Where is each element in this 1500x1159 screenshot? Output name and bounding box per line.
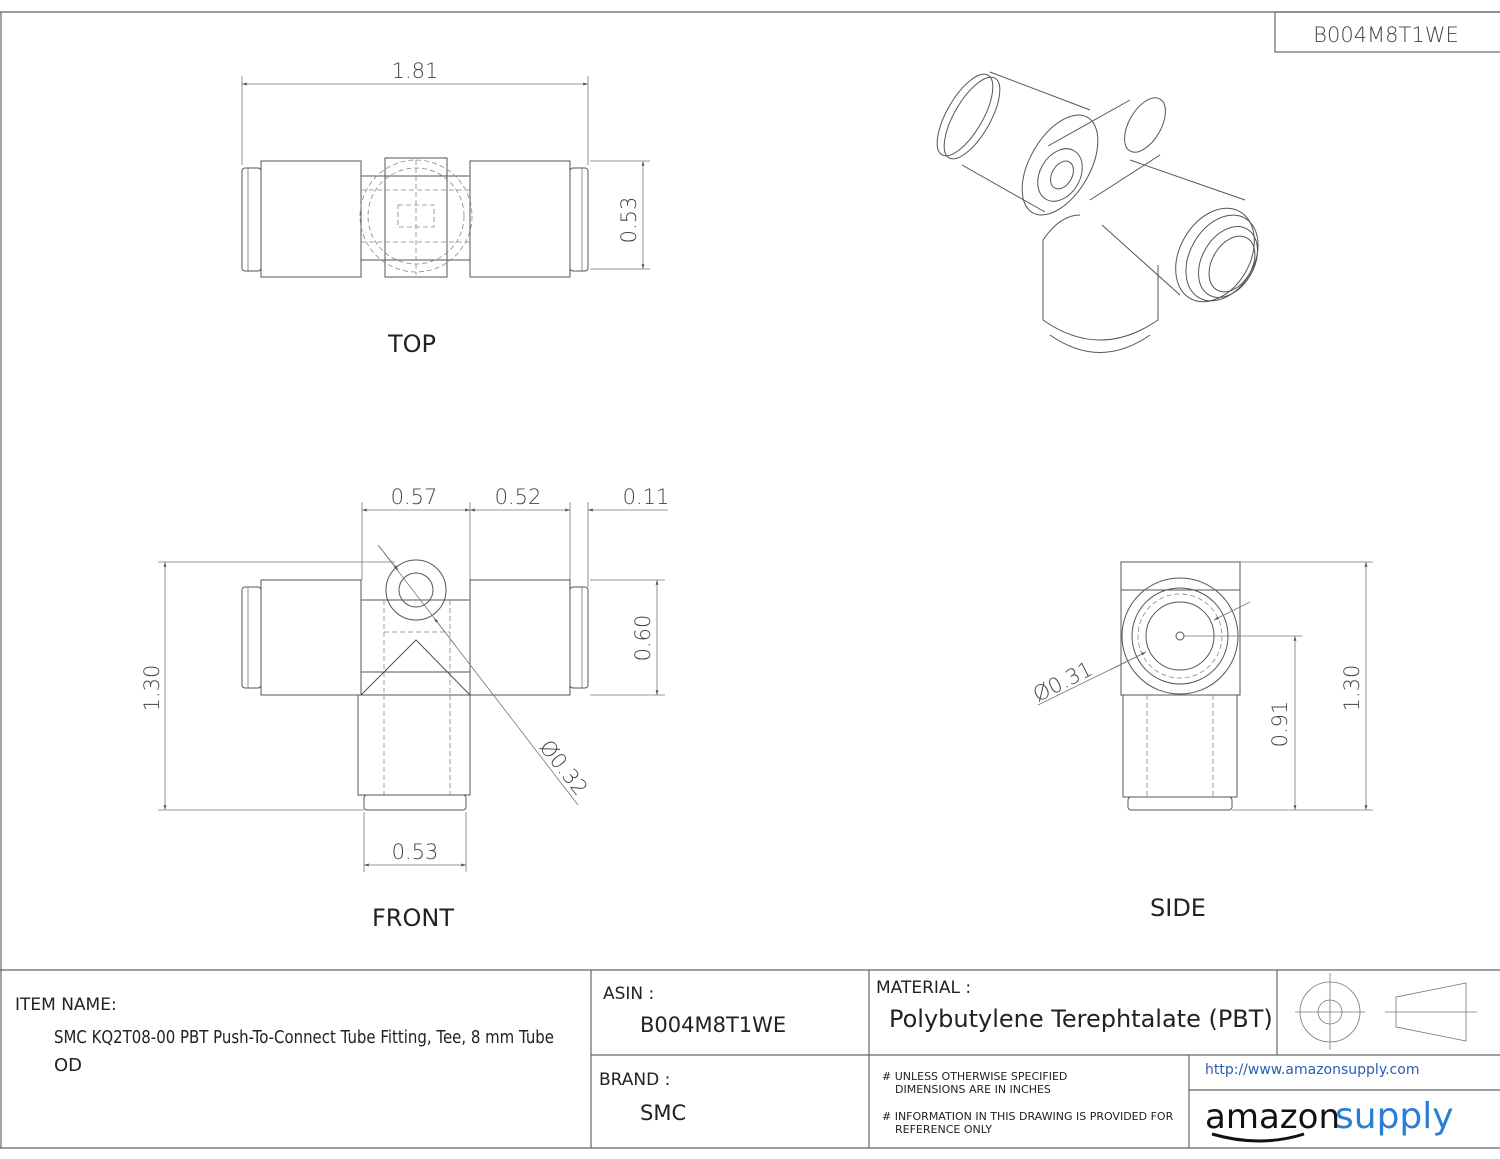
item-name-label: ITEM NAME:	[15, 995, 117, 1015]
dim-front-height: 1.30	[140, 665, 164, 712]
logo-smile-icon	[1211, 1132, 1305, 1143]
projection-symbol-icon	[1295, 973, 1477, 1050]
side-view: Ø0.31 0.91 1.30 SIDE	[1029, 561, 1373, 922]
view-label-side: SIDE	[1150, 894, 1206, 922]
amazon-supply-logo: amazon supply	[1205, 1096, 1454, 1143]
dim-top-height: 0.53	[617, 197, 641, 244]
logo-supply-text: supply	[1335, 1096, 1454, 1137]
drawing-frame	[0, 11, 1500, 1149]
brand-label: BRAND :	[599, 1070, 670, 1090]
dim-front-leg-width: 0.53	[392, 840, 439, 864]
asin-header-box: B004M8T1WE	[1274, 11, 1500, 53]
dim-front-tube-height: 0.60	[631, 615, 655, 662]
note-reference-line2: REFERENCE ONLY	[895, 1123, 992, 1136]
top-view: 1.81 0.53 TOP	[241, 59, 650, 358]
asin-header-text: B004M8T1WE	[1313, 23, 1459, 47]
dim-side-height: 1.30	[1340, 665, 1364, 712]
title-block: ITEM NAME: SMC KQ2T08-00 PBT Push-To-Con…	[15, 970, 1500, 1148]
dim-front-b: 0.52	[495, 485, 542, 509]
view-label-front: FRONT	[372, 904, 454, 932]
dim-front-port-dia: Ø0.32	[535, 735, 593, 800]
dim-front-a: 0.57	[391, 485, 438, 509]
item-name-line2: OD	[54, 1055, 82, 1076]
dim-side-dia: Ø0.31	[1029, 657, 1096, 707]
isometric-view	[936, 71, 1259, 353]
brand-value: SMC	[640, 1101, 686, 1125]
material-label: MATERIAL :	[876, 978, 971, 998]
asin-label: ASIN :	[603, 984, 654, 1004]
note-units-line1: # UNLESS OTHERWISE SPECIFIED	[882, 1070, 1067, 1083]
website-link[interactable]: http://www.amazonsupply.com	[1205, 1062, 1419, 1078]
note-reference-line1: # INFORMATION IN THIS DRAWING IS PROVIDE…	[882, 1110, 1174, 1123]
logo-amazon-text: amazon	[1205, 1097, 1340, 1137]
view-label-top: TOP	[387, 330, 436, 358]
dim-top-length: 1.81	[392, 59, 439, 83]
item-name-line1: SMC KQ2T08-00 PBT Push-To-Connect Tube F…	[54, 1027, 554, 1048]
dim-side-center-height: 0.91	[1268, 701, 1292, 748]
front-view: 0.57 0.52 0.11 1.30 0.60 Ø0.32 0.53 FRON…	[140, 485, 669, 932]
material-value: Polybutylene Terephtalate (PBT)	[889, 1005, 1273, 1033]
dim-front-c: 0.11	[623, 485, 670, 509]
note-units-line2: DIMENSIONS ARE IN INCHES	[895, 1083, 1051, 1096]
asin-value: B004M8T1WE	[640, 1013, 786, 1037]
